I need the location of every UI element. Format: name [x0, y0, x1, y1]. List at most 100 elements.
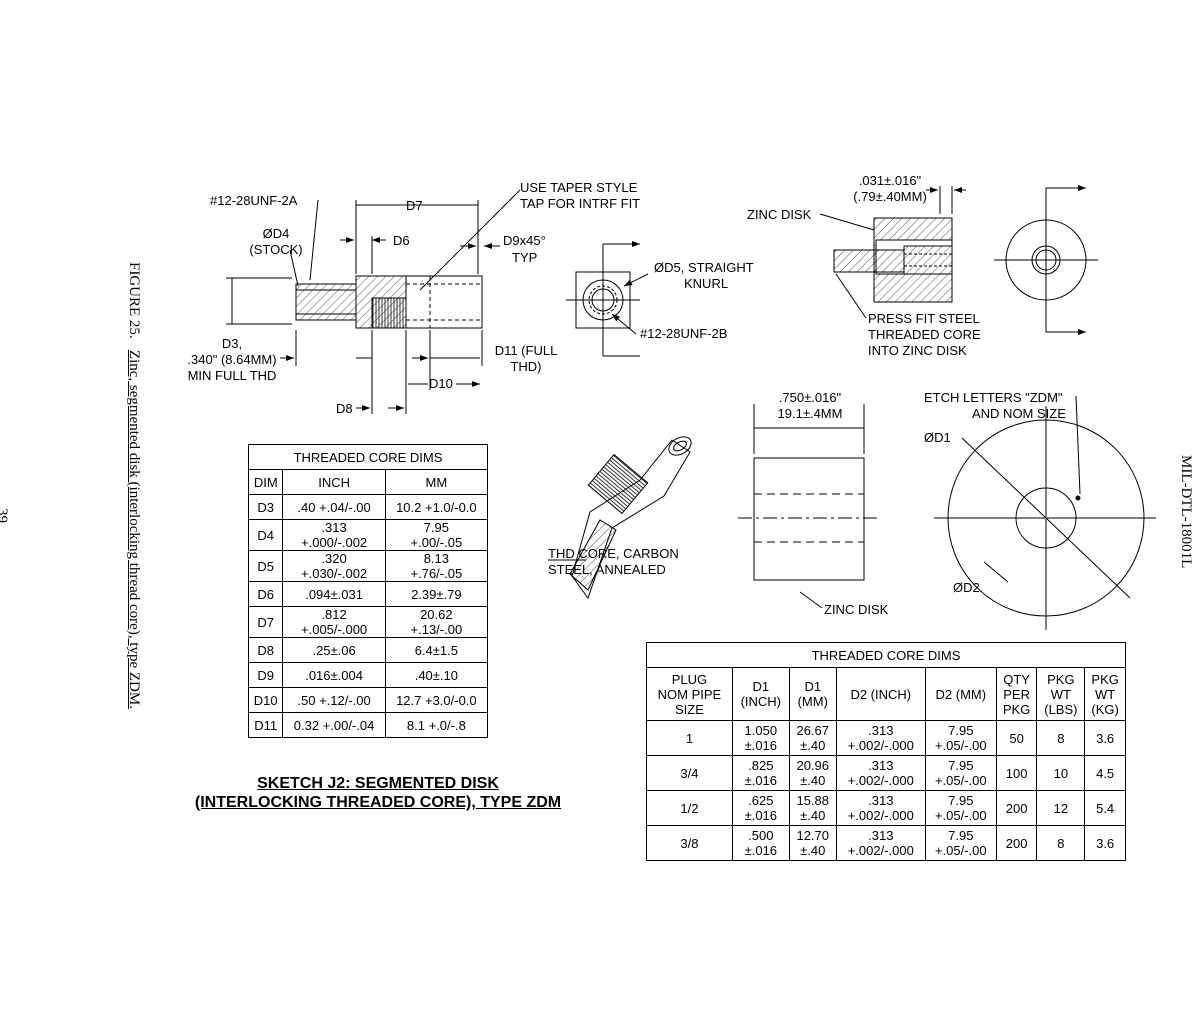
table-header: QTY PER PKG: [995, 667, 1038, 721]
table-cell: D10: [247, 687, 284, 713]
table-cell: 5.4: [1084, 790, 1126, 826]
table-cell: 200: [995, 825, 1038, 861]
table-cell: .25±.06: [282, 637, 386, 663]
table-cell: 0.32 +.00/-.04: [282, 712, 386, 738]
table-cell: 15.88 ±.40: [788, 790, 837, 826]
press-fit-line3: INTO ZINC DISK: [868, 343, 967, 358]
table-cell: .313 +.002/-.000: [835, 755, 926, 791]
table-cell: 1: [646, 720, 733, 756]
table-cell: 12.70 ±.40: [788, 825, 837, 861]
table-cell: .313 +.002/-.000: [835, 825, 926, 861]
table-cell: .50 +.12/-.00: [282, 687, 386, 713]
table-cell: .40±.10: [384, 662, 489, 688]
table-cell: .825 ±.016: [731, 755, 790, 791]
table-cell: 7.95 +.05/-.00: [924, 720, 997, 756]
core-material-line2: STEEL, ANNEALED: [548, 562, 666, 577]
table-cell: D5: [247, 550, 284, 582]
table-cell: .016±.004: [282, 662, 386, 688]
table-cell: 8: [1036, 825, 1086, 861]
table-row: D9.016±.004.40±.10: [247, 662, 489, 688]
table-cell: .812 +.005/-.000: [282, 606, 386, 638]
table-cell: 20.96 ±.40: [788, 755, 837, 791]
table-cell: 200: [995, 790, 1038, 826]
internal-thread-callout: #12-28UNF-2B: [640, 326, 728, 341]
sketch-title: SKETCH J2: SEGMENTED DISK (INTERLOCKING …: [178, 774, 578, 812]
press-fit-line1: PRESS FIT STEEL: [868, 311, 980, 326]
table-header: D2 (MM): [924, 667, 997, 721]
table-cell: 10.2 +1.0/-0.0: [384, 494, 489, 520]
table-cell: .313 +.002/-.000: [835, 790, 926, 826]
core-end-view: [566, 241, 649, 357]
table-cell: 3.6: [1084, 720, 1126, 756]
table-header: PKG WT (LBS): [1036, 667, 1086, 721]
d9-note: TYP: [512, 250, 538, 265]
table-cell: 7.95 +.00/-.05: [384, 519, 489, 551]
table-cell: 12: [1036, 790, 1086, 826]
d5-label-line2: KNURL: [684, 276, 729, 291]
disk-section-view: [819, 186, 966, 319]
table-cell: .313 +.000/-.002: [282, 519, 386, 551]
table-header: D1 (INCH): [731, 667, 790, 721]
etch-note-line1: ETCH LETTERS "ZDM": [924, 390, 1063, 405]
d11-label-line1: D11 (FULL: [494, 343, 558, 358]
table-cell: D9: [247, 662, 284, 688]
table-cell: 6.4±1.5: [384, 637, 489, 663]
d6-label: D6: [393, 233, 410, 248]
gap-dim-line2: (.79±.40MM): [853, 189, 927, 204]
d3-note-line1: .340" (8.64MM): [187, 352, 277, 367]
table-cell: 3.6: [1084, 825, 1126, 861]
table-cell: 2.39±.79: [384, 581, 489, 607]
sketch-title-line2: (INTERLOCKING THREADED CORE), TYPE ZDM: [194, 794, 562, 811]
table-cell: 100: [995, 755, 1038, 791]
table-cell: 7.95 +.05/-.00: [924, 790, 997, 826]
d5-label-line1: ØD5, STRAIGHT: [654, 260, 754, 275]
table-cell: 12.7 +3.0/-0.0: [384, 687, 489, 713]
table-cell: 7.95 +.05/-.00: [924, 825, 997, 861]
table-title: THREADED CORE DIMS: [646, 642, 1126, 668]
zinc-disk-callout-bottom: ZINC DISK: [824, 602, 889, 617]
thread-callout-external: #12-28UNF-2A: [210, 193, 298, 208]
table-cell: D3: [247, 494, 284, 520]
taper-note-line2: TAP FOR INTRF FIT: [520, 196, 641, 211]
table-header: INCH: [282, 469, 386, 495]
d2-label: ØD2: [953, 580, 980, 595]
table-header: D2 (INCH): [835, 667, 926, 721]
table-cell: 50: [995, 720, 1038, 756]
taper-note-line1: USE TAPER STYLE: [520, 180, 638, 195]
table-header: PLUG NOM PIPE SIZE: [646, 667, 733, 721]
d4-label: ØD4: [262, 226, 290, 241]
table-cell: 8.13 +.76/-.05: [384, 550, 489, 582]
table-cell: D7: [247, 606, 284, 638]
table-cell: 20.62 +.13/-.00: [384, 606, 489, 638]
d4-note: (STOCK): [249, 242, 303, 257]
table-cell: 3/8: [646, 825, 733, 861]
core-isometric-view: [548, 436, 692, 600]
disk-width-line1: .750±.016": [778, 390, 842, 405]
core-material-line1: THD CORE, CARBON: [548, 546, 679, 561]
disk-face-view-bottom: [934, 395, 1156, 630]
d10-label: D10: [429, 376, 453, 391]
disk-width-line2: 19.1±.4MM: [777, 406, 843, 421]
d3-note-line2: MIN FULL THD: [187, 368, 277, 383]
table-header: DIM: [247, 469, 284, 495]
table-header: D1 (MM): [788, 667, 837, 721]
disk-side-view: [738, 404, 880, 609]
zinc-disk-callout-top: ZINC DISK: [747, 207, 812, 222]
table-cell: 8.1 +.0/-.8: [384, 712, 489, 738]
press-fit-line2: THREADED CORE: [868, 327, 981, 342]
table-cell: .320 +.030/-.002: [282, 550, 386, 582]
core-side-view: [226, 189, 521, 414]
d9-label: D9x45°: [503, 233, 546, 248]
